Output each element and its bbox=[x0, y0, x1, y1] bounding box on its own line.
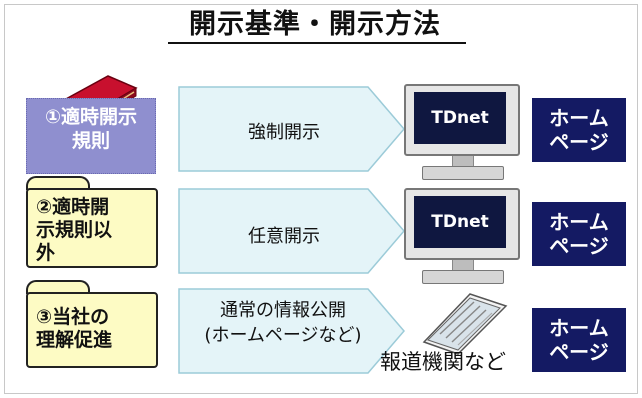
rule-label-box: ①適時開示 規則 bbox=[26, 98, 156, 174]
arrow-general bbox=[178, 288, 406, 374]
homepage-line: ページ bbox=[549, 130, 609, 154]
method-label: 任意開示 bbox=[248, 226, 320, 247]
computer-monitor-icon: TDnet bbox=[404, 188, 520, 284]
arrow-voluntary bbox=[178, 188, 406, 274]
rule-label-folder: ③当社の 理解促進 bbox=[26, 292, 158, 368]
homepage-line: ホーム bbox=[549, 316, 609, 340]
homepage-line: ホーム bbox=[549, 210, 609, 234]
homepage-box: ホーム ページ bbox=[532, 308, 626, 372]
newspaper-icon bbox=[422, 293, 508, 355]
rule-label-line: 外 bbox=[36, 242, 56, 264]
method-label: 強制開示 bbox=[248, 122, 320, 143]
rule-label-line: 理解促進 bbox=[36, 329, 113, 351]
folder-icon bbox=[26, 280, 90, 294]
computer-monitor-icon: TDnet bbox=[404, 84, 520, 180]
homepage-box: ホーム ページ bbox=[532, 202, 626, 266]
homepage-line: ページ bbox=[549, 340, 609, 364]
rule-label-line: ①適時開示 bbox=[44, 106, 138, 128]
tdnet-screen: TDnet bbox=[414, 196, 506, 248]
media-label: 報道機関など bbox=[380, 350, 506, 374]
folder-icon bbox=[26, 176, 90, 190]
rule-label-line: 規則 bbox=[71, 130, 110, 152]
title-underline bbox=[168, 42, 466, 44]
page-title: 開示基準・開示方法 bbox=[189, 9, 441, 40]
homepage-line: ホーム bbox=[549, 106, 609, 130]
rule-label-folder: ②適時開 示規則以 外 bbox=[26, 188, 158, 268]
method-label-line: 通常の情報公開 bbox=[220, 300, 346, 321]
arrow-mandatory bbox=[178, 86, 406, 172]
homepage-line: ページ bbox=[549, 234, 609, 258]
rule-label-line: ②適時開 bbox=[36, 196, 110, 218]
method-label: 通常の情報公開 (ホームページなど) bbox=[178, 298, 388, 348]
tdnet-screen: TDnet bbox=[414, 92, 506, 144]
method-label-line: (ホームページなど) bbox=[204, 325, 362, 346]
homepage-box: ホーム ページ bbox=[532, 98, 626, 162]
rule-label-line: ③当社の bbox=[36, 306, 110, 328]
rule-label-line: 示規則以 bbox=[36, 219, 113, 241]
